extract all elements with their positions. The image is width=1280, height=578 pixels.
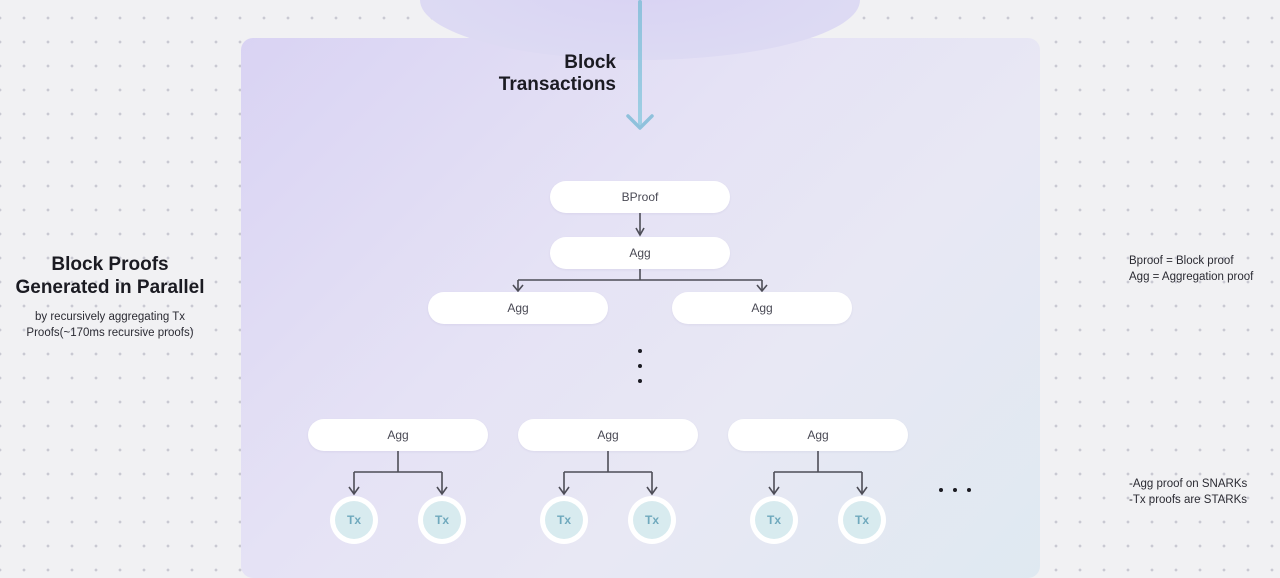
node-agg-bottom-2-label: Agg [597, 428, 619, 442]
tx-node-6: Tx [838, 496, 886, 544]
vertical-ellipsis-dot-1 [638, 349, 642, 353]
block-transactions-line1: Block [564, 52, 616, 73]
node-agg-level1-label: Agg [629, 246, 651, 260]
horizontal-ellipsis-dot-3 [967, 488, 971, 492]
vertical-ellipsis-dot-3 [638, 379, 642, 383]
block-transactions-line2: Transactions [498, 74, 616, 95]
node-agg-level2-right: Agg [672, 292, 852, 324]
node-bproof: BProof [550, 181, 730, 213]
node-agg-bottom-1: Agg [308, 419, 488, 451]
node-bproof-label: BProof [621, 190, 659, 204]
tx-node-2-label: Tx [423, 501, 461, 539]
node-agg-bottom-3-label: Agg [807, 428, 829, 442]
node-agg-bottom-2: Agg [518, 419, 698, 451]
node-agg-level2-left-label: Agg [507, 301, 529, 315]
block-proofs-heading-line2: Generated in Parallel [15, 277, 205, 298]
legend-note-snarks: -Agg proof on SNARKs [1129, 478, 1248, 490]
legend-agg: Agg = Aggregation proof [1129, 271, 1254, 283]
tx-node-5: Tx [750, 496, 798, 544]
node-agg-level2-left: Agg [428, 292, 608, 324]
node-agg-bottom-3: Agg [728, 419, 908, 451]
input-arrow-line [638, 0, 642, 126]
tx-node-1-label: Tx [335, 501, 373, 539]
legend-notes: -Agg proof on SNARKs -Tx proofs are STAR… [1129, 476, 1279, 508]
node-agg-level1: Agg [550, 237, 730, 269]
tx-node-4: Tx [628, 496, 676, 544]
horizontal-ellipsis-dot-2 [953, 488, 957, 492]
block-proofs-heading-line1: Block Proofs [51, 254, 169, 275]
block-transactions-label: Block Transactions [480, 52, 616, 96]
tx-node-4-label: Tx [633, 501, 671, 539]
tx-node-5-label: Tx [755, 501, 793, 539]
chevron-down-icon [626, 114, 654, 130]
tx-node-1: Tx [330, 496, 378, 544]
node-agg-bottom-1-label: Agg [387, 428, 409, 442]
block-proofs-subtitle: by recursively aggregating Tx Proofs(~17… [0, 309, 220, 341]
legend-note-starks: -Tx proofs are STARKs [1129, 494, 1248, 506]
horizontal-ellipsis-dot-1 [939, 488, 943, 492]
legend-bproof: Bproof = Block proof [1129, 255, 1234, 267]
tx-node-6-label: Tx [843, 501, 881, 539]
tx-node-3: Tx [540, 496, 588, 544]
node-agg-level2-right-label: Agg [751, 301, 773, 315]
legend-definitions: Bproof = Block proof Agg = Aggregation p… [1129, 253, 1279, 285]
block-proofs-heading: Block Proofs Generated in Parallel [0, 253, 220, 299]
tx-node-3-label: Tx [545, 501, 583, 539]
tx-node-2: Tx [418, 496, 466, 544]
block-proofs-subtitle-line1: by recursively aggregating Tx [35, 311, 185, 323]
block-proofs-subtitle-line2: Proofs(~170ms recursive proofs) [26, 327, 194, 339]
vertical-ellipsis-dot-2 [638, 364, 642, 368]
